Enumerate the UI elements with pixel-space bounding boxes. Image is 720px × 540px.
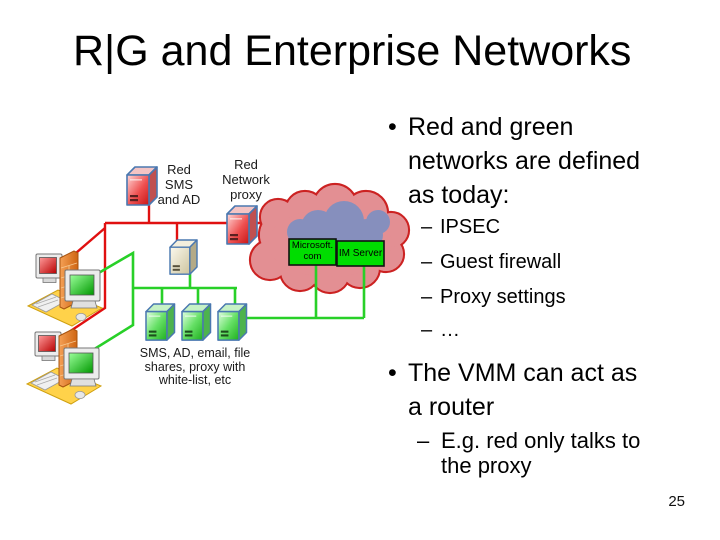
- bullet-marker: •: [388, 113, 397, 141]
- dash-marker: –: [421, 286, 433, 308]
- dash-marker: –: [417, 428, 430, 453]
- page-number: 25: [668, 493, 685, 510]
- sub-bullet-text: Proxy settings: [440, 286, 566, 308]
- green-servers-label: SMS, AD, email, file shares, proxy with …: [139, 346, 251, 387]
- im-server-node: [336, 240, 385, 267]
- sub-bullet-ipsec: – IPSEC: [421, 215, 500, 239]
- workstation-icon-2: [26, 328, 102, 405]
- green-network-links: [87, 250, 364, 355]
- cloud-box-links: [314, 263, 366, 318]
- dash-marker: –: [421, 319, 433, 341]
- page-title: R|G and Enterprise Networks: [73, 27, 632, 75]
- bullet-2: • The VMM can act as a router: [388, 356, 698, 424]
- microsoft-com-label: Microsoft. com: [291, 240, 334, 262]
- network-diagram: [26, 166, 411, 405]
- green-server-icon-2: [181, 303, 212, 341]
- red-sms-label: Red SMS and AD: [157, 162, 201, 207]
- green-server-icon-1: [145, 303, 176, 341]
- bullet-2-text: The VMM can act as a router: [408, 359, 638, 421]
- beige-server-icon: [169, 239, 198, 275]
- workstation-icon-1: [27, 250, 103, 327]
- sub-bullet-guest-firewall: – Guest firewall: [421, 250, 561, 274]
- sub-bullet-text: E.g. red only talks to the proxy: [441, 428, 641, 478]
- sub-bullet-text: Guest firewall: [440, 251, 562, 273]
- green-server-icon-3: [217, 303, 248, 341]
- sub-bullet-eg-proxy: – E.g. red only talks to the proxy: [417, 428, 697, 478]
- sub-bullet-proxy-settings: – Proxy settings: [421, 285, 566, 309]
- sub-bullet-text: IPSEC: [440, 216, 501, 238]
- im-server-label: IM Server: [338, 248, 383, 259]
- bullet-marker: •: [388, 359, 397, 387]
- bullet-1-text: Red and green networks are defined as to…: [408, 113, 641, 209]
- dash-marker: –: [421, 251, 433, 273]
- red-proxy-server-icon: [226, 205, 258, 245]
- dash-marker: –: [421, 216, 433, 238]
- microsoft-com-node: [288, 238, 337, 266]
- bullet-1: • Red and green networks are defined as …: [388, 110, 688, 212]
- sub-bullet-text: …: [440, 319, 460, 341]
- red-proxy-label: Red Network proxy: [222, 157, 270, 202]
- sub-bullet-ellipsis: – …: [421, 318, 460, 342]
